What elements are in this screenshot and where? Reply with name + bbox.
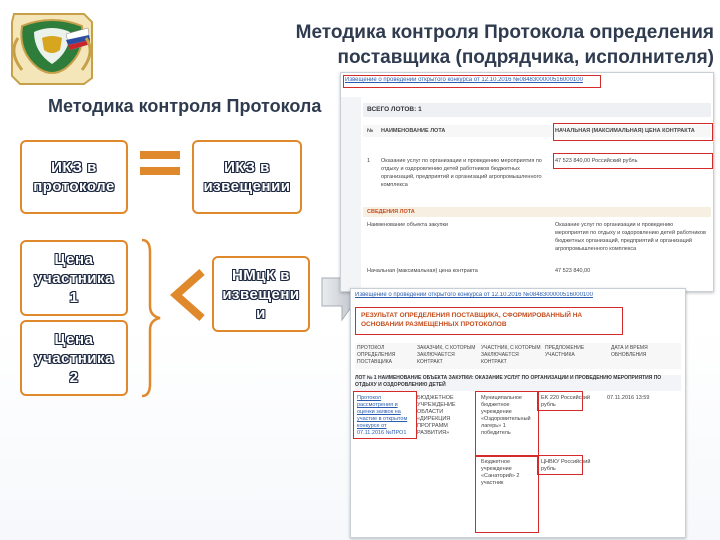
box-text: ИКЗ в [51, 159, 97, 176]
box-text: Цена [54, 330, 94, 348]
highlight-frame [537, 455, 583, 475]
title-line-2: поставщика (подрядчика, исполнителя) [337, 47, 714, 68]
box-text: участника [34, 269, 114, 287]
box-text: 2 [69, 368, 79, 386]
h-offer: ПРЕДЛОЖЕНИЕ УЧАСТНИКА [545, 345, 585, 358]
h-customer: ЗАКАЗЧИК, С КОТОРЫМ ЗАКЛЮЧАЕТСЯ КОНТРАКТ [417, 345, 476, 365]
value-price: 47 523 840,00 [555, 268, 591, 274]
label-price: Начальная (максимальная) цена контракта [367, 268, 478, 274]
lot-row: 1 Оказание услуг по организации и провед… [363, 157, 711, 201]
box-text: Цена [54, 250, 94, 268]
ikz-notice-box: ИКЗ в извещении [192, 140, 302, 214]
participant-2-price: ЦНВКУ Российский рубль [541, 459, 591, 472]
h-participant: УЧАСТНИК, С КОТОРЫМ ЗАКЛЮЧАЕТСЯ КОНТРАКТ [481, 345, 541, 365]
box-text: НМцК в [231, 266, 291, 284]
notice-screenshot: Извещение о проведении открытого конкурс… [340, 72, 714, 292]
ikz-protocol-box: ИКЗ в протоколе [20, 140, 128, 214]
participant-1-date: 07.11.2016 13:59 [607, 395, 650, 401]
total-lots-header: ВСЕГО ЛОТОВ: 1 [363, 103, 711, 117]
box-text: ИКЗ в [224, 159, 270, 176]
value-object: Оказание услуг по организации и проведен… [555, 222, 706, 252]
protocol-link[interactable]: Протокол рассмотрения и оценки заявок на… [357, 395, 408, 435]
protocol-screenshot: Извещение о проведении открытого конкурс… [350, 288, 686, 538]
box-text: протоколе [33, 178, 115, 195]
highlight-frame [355, 307, 623, 335]
row-desc: Оказание услуг по организации и проведен… [381, 158, 542, 188]
box-text: извещении [203, 178, 291, 195]
box-text: участника [34, 349, 114, 367]
highlight-frame [553, 123, 713, 141]
highlight-frame [353, 391, 417, 439]
curly-brace-icon [141, 238, 161, 398]
highlight-frame [343, 75, 601, 88]
lots-table-header: № НАИМЕНОВАНИЕ ЛОТА НАЧАЛЬНАЯ (МАКСИМАЛЬ… [363, 125, 711, 137]
col-no: № [367, 128, 374, 134]
result-table-header: ПРОТОКОЛ ОПРЕДЕЛЕНИЯ ПОСТАВЩИКА ЗАКАЗЧИК… [355, 343, 681, 369]
nmck-notice-box: НМцК в извещени и [212, 256, 310, 332]
less-than-sign [170, 269, 205, 321]
h-protocol: ПРОТОКОЛ ОПРЕДЕЛЕНИЯ ПОСТАВЩИКА [357, 345, 396, 365]
participant-2: Бюджетное учреждение «Санаторий» 2 участ… [481, 459, 520, 486]
ministry-emblem-logo [11, 13, 93, 85]
row-price: 47 523 840,00 Российский рубль [555, 158, 638, 164]
participant-1-price-box: Цена участника 1 [20, 240, 128, 316]
box-text: 1 [69, 288, 79, 306]
col-name: НАИМЕНОВАНИЕ ЛОТА [381, 128, 446, 134]
highlight-frame [475, 391, 539, 457]
notice-link[interactable]: Извещение о проведении открытого конкурс… [355, 292, 593, 298]
participant-1-price: EK 220 Российский рубль [541, 395, 591, 408]
title-line-1: Методика контроля Протокола определения [295, 22, 714, 43]
result-heading: РЕЗУЛЬТАТ ОПРЕДЕЛЕНИЯ ПОСТАВЩИКА, СФОРМИ… [361, 312, 583, 328]
box-text: извещени [222, 285, 300, 303]
sidebar [341, 97, 361, 291]
label-object: Наименование объекта закупки [367, 222, 448, 228]
box-text: и [256, 304, 266, 322]
page-title: Методика контроля Протокола определения … [230, 20, 714, 70]
h-date: ДАТА И ВРЕМЯ ОБНОВЛЕНИЯ [611, 345, 648, 358]
col-price: НАЧАЛЬНАЯ (МАКСИМАЛЬНАЯ) ЦЕНА КОНТРАКТА [555, 128, 695, 134]
highlight-frame [553, 153, 713, 169]
lot-info-row: ЛОТ № 1 НАИМЕНОВАНИЕ ОБЪЕКТА ЗАКУПКИ: ОК… [355, 375, 681, 391]
customer-name: БЮДЖЕТНОЕ УЧРЕЖДЕНИЕ ОБЛАСТИ «ДИРЕКЦИЯ П… [417, 395, 456, 436]
equals-sign [140, 151, 180, 177]
object-row: Наименование объекта закупки Оказание ус… [363, 221, 711, 261]
highlight-frame [475, 455, 539, 533]
participant-2-price-box: Цена участника 2 [20, 320, 128, 396]
highlight-frame [537, 391, 583, 411]
notice-link[interactable]: Извещение о проведении открытого конкурс… [345, 77, 583, 83]
participant-1: Муниципальное бюджетное учреждение «Оздо… [481, 395, 531, 436]
price-row: Начальная (максимальная) цена контракта … [363, 267, 711, 281]
lot-details-section: СВЕДЕНИЯ ЛОТА [363, 207, 711, 217]
row-no: 1 [367, 158, 371, 164]
section-subtitle: Методика контроля Протокола [48, 96, 322, 116]
